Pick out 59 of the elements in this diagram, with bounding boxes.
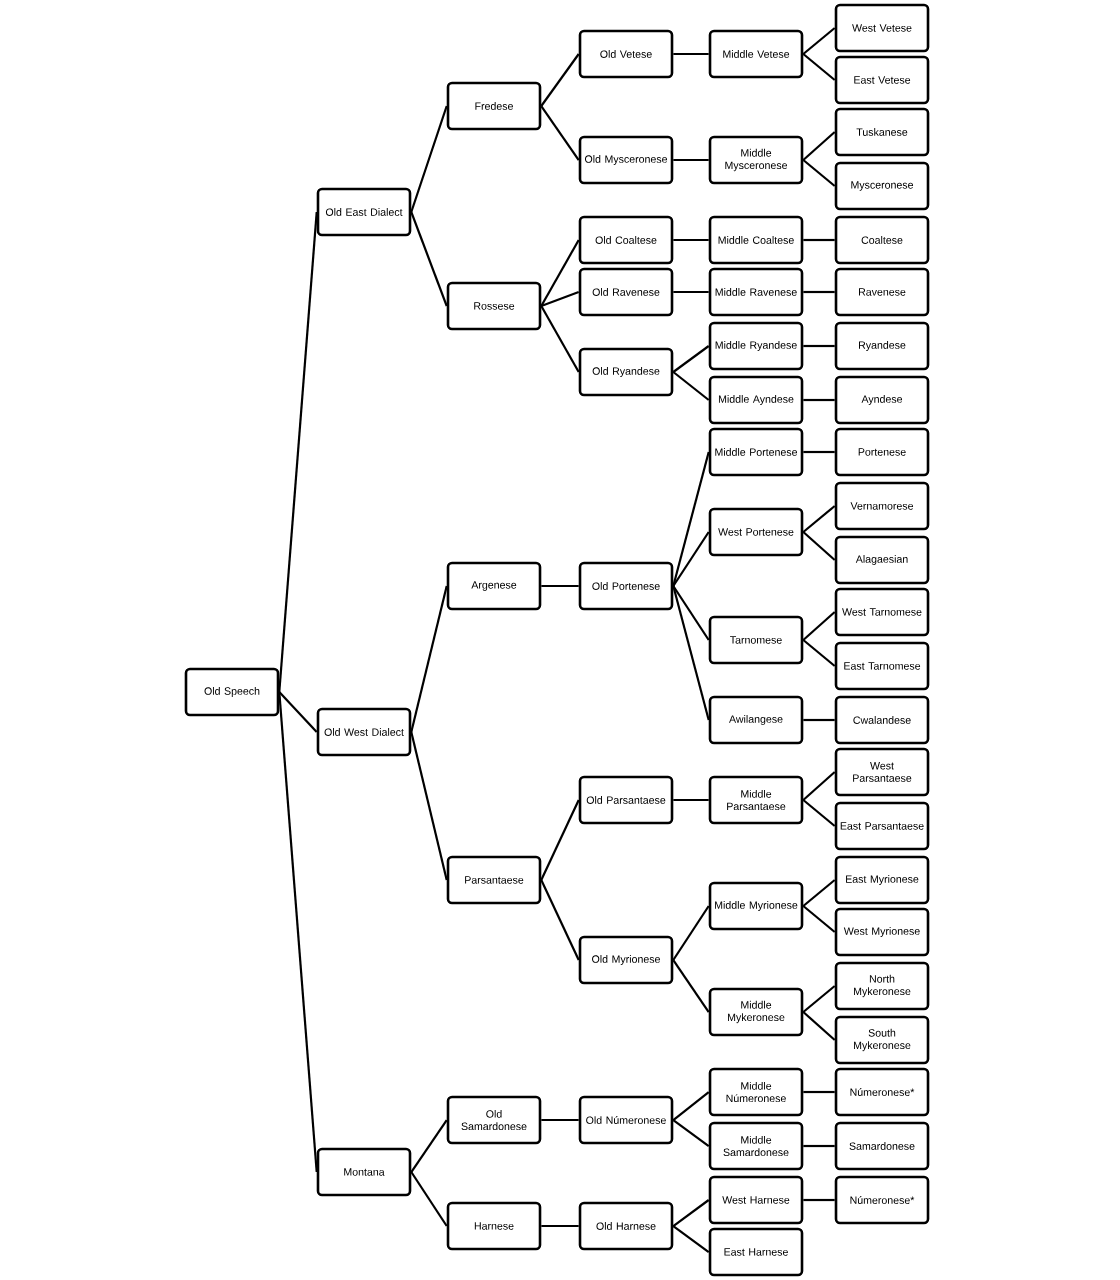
tree-line [802, 27, 836, 55]
tree-line [802, 771, 836, 801]
tree-line [802, 53, 836, 81]
tree-line [672, 1091, 710, 1121]
tree-line [672, 371, 710, 401]
tree-line [802, 611, 836, 641]
tree-line [672, 531, 710, 587]
tree-line [410, 585, 448, 733]
tree-line [802, 799, 836, 827]
tree-line [802, 639, 836, 667]
tree-line [803, 238, 835, 242]
tree-line [803, 398, 835, 402]
tree-line [672, 1119, 710, 1147]
tree-line [540, 53, 580, 107]
tree-line [540, 290, 580, 308]
tree-line [540, 239, 580, 307]
tree-line [803, 344, 835, 348]
tree-line [673, 52, 709, 56]
tree-line [802, 131, 836, 161]
tree-line [673, 290, 709, 294]
tree-line [673, 798, 709, 802]
tree-line [802, 905, 836, 933]
tree-line [672, 1225, 710, 1253]
tree-line [673, 158, 709, 162]
tree-line [278, 691, 318, 733]
tree-line [410, 211, 448, 307]
tree-line [410, 731, 448, 881]
tree-line [802, 879, 836, 907]
tree-line [803, 1198, 835, 1202]
tree-line [672, 345, 710, 373]
tree-line [410, 105, 448, 213]
tree-line [672, 585, 710, 641]
tree-line [540, 105, 580, 161]
tree-line [410, 1119, 448, 1173]
tree-line [803, 1144, 835, 1148]
tree-line [540, 305, 580, 373]
tree-line [802, 1011, 836, 1041]
tree-line [672, 451, 710, 587]
tree-line [802, 985, 836, 1013]
tree-line [672, 585, 710, 721]
tree-line [802, 505, 836, 533]
tree-line [803, 718, 835, 722]
tree-line [541, 584, 579, 588]
tree-line [541, 1224, 579, 1228]
tree-line [802, 159, 836, 187]
tree-line [278, 691, 318, 1173]
tree-line [803, 1090, 835, 1094]
tree-line [540, 879, 580, 961]
tree-line [278, 211, 318, 693]
tree-line [541, 1118, 579, 1122]
tree-line [672, 905, 710, 961]
tree-line [803, 450, 835, 454]
tree-line [410, 1171, 448, 1227]
tree-line [673, 238, 709, 242]
tree-line [803, 290, 835, 294]
tree-line [672, 959, 710, 1013]
tree-line [540, 799, 580, 881]
tree-line [802, 531, 836, 561]
tree-line [672, 1199, 710, 1227]
